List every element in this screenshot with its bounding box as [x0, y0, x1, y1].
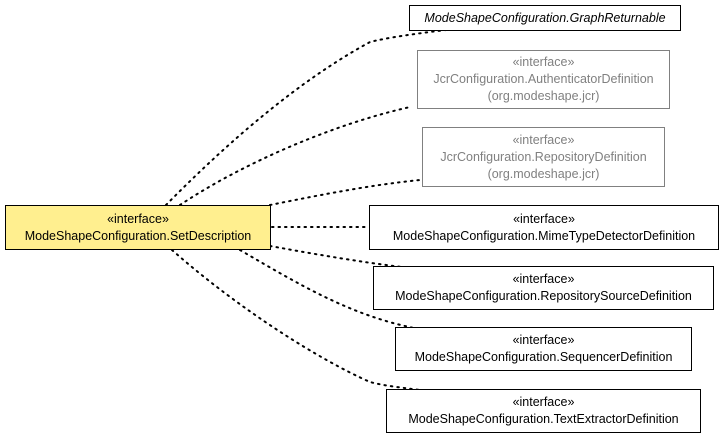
package-label: (org.modeshape.jcr) [487, 166, 600, 181]
type-name: JcrConfiguration.AuthenticatorDefinition [433, 72, 654, 86]
node-authenticator-definition[interactable]: «interface» JcrConfiguration.Authenticat… [417, 50, 670, 109]
type-name: ModeShapeConfiguration.MimeTypeDetectorD… [392, 228, 696, 243]
type-name: ModeShapeConfiguration.SetDescription [24, 228, 252, 243]
stereotype-label: «interface» [512, 395, 575, 409]
node-mime-type-detector-definition[interactable]: «interface» ModeShapeConfiguration.MimeT… [369, 205, 719, 250]
stereotype-label: «interface» [512, 55, 575, 69]
stereotype-label: «interface» [513, 211, 575, 226]
focus-node-set-description[interactable]: «interface» ModeShapeConfiguration.SetDe… [5, 205, 271, 250]
edge-graph-returnable [165, 29, 447, 206]
node-graph-returnable[interactable]: ModeShapeConfiguration.GraphReturnable [409, 5, 681, 31]
type-name: ModeShapeConfiguration.RepositorySourceD… [395, 289, 692, 303]
type-name: JcrConfiguration.RepositoryDefinition [440, 149, 647, 164]
type-name: ModeShapeConfiguration.TextExtractorDefi… [408, 412, 679, 426]
node-text-extractor-definition[interactable]: «interface» ModeShapeConfiguration.TextE… [386, 389, 701, 433]
package-label: (org.modeshape.jcr) [487, 89, 600, 103]
type-name: ModeShapeConfiguration.GraphReturnable [424, 10, 666, 25]
stereotype-label: «interface» [512, 272, 575, 286]
node-repository-definition[interactable]: «interface» JcrConfiguration.RepositoryD… [422, 127, 665, 187]
node-repository-source-definition[interactable]: «interface» ModeShapeConfiguration.Repos… [373, 266, 714, 310]
stereotype-label: «interface» [512, 132, 575, 147]
node-sequencer-definition[interactable]: «interface» ModeShapeConfiguration.Seque… [395, 327, 692, 371]
edge-text-extractor-definition [171, 249, 421, 391]
edge-repository-definition [269, 179, 421, 206]
stereotype-label: «interface» [512, 333, 575, 347]
edge-authenticator-definition [179, 106, 411, 206]
edge-sequencer-definition [239, 249, 415, 329]
stereotype-label: «interface» [107, 211, 169, 226]
type-name: ModeShapeConfiguration.SequencerDefiniti… [414, 350, 673, 364]
